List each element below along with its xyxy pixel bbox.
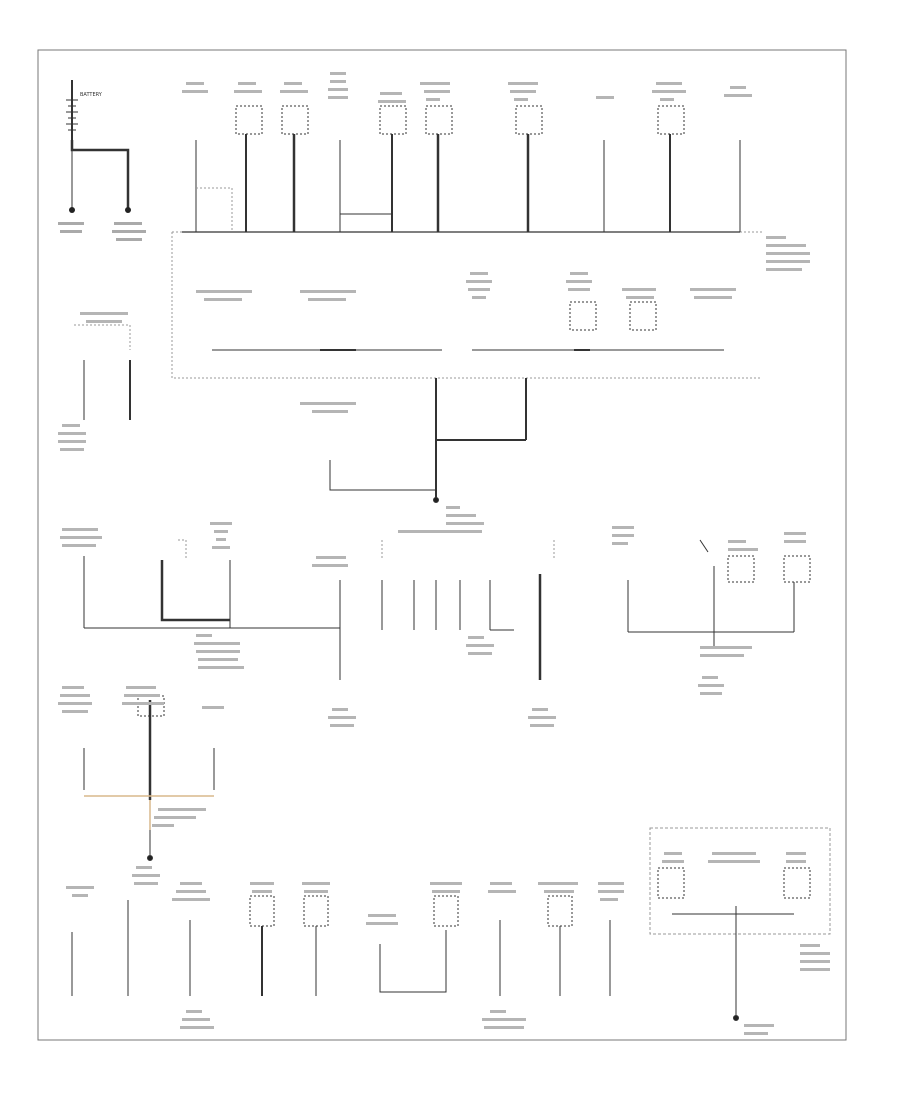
component-box-icon [727, 555, 755, 583]
bottom-row-group [71, 827, 831, 1021]
battery-icon [66, 80, 78, 140]
component-box-icon [433, 895, 459, 927]
middle-row-group [83, 539, 811, 680]
component-box-icon [235, 105, 263, 135]
component-box-icon [303, 895, 329, 927]
component-box-icon [783, 867, 811, 899]
component-box-icon [783, 555, 811, 583]
ground-icon [733, 1015, 739, 1021]
ground-icon [433, 497, 439, 503]
center-trunk-group [329, 378, 527, 503]
ground-icon [69, 207, 75, 213]
battery-label: BATTERY [80, 92, 103, 98]
battery-ground-group: BATTERY [58, 80, 146, 241]
diagram-border [37, 49, 847, 1041]
top-harness-group [171, 105, 762, 379]
component-box-icon [249, 895, 275, 927]
label-placeholders [182, 72, 810, 301]
component-box-icon [629, 301, 657, 331]
component-box-icon [657, 105, 685, 135]
component-box-icon [379, 105, 407, 135]
ground-icon [147, 855, 153, 861]
component-box-icon [515, 105, 543, 135]
component-box-icon [281, 105, 309, 135]
component-box-icon [547, 895, 573, 927]
left-mid-group [74, 324, 131, 420]
component-box-icon [569, 301, 597, 331]
ground-icon [125, 207, 131, 213]
component-box-icon [649, 827, 831, 935]
lower-left-group [83, 695, 215, 861]
component-box-icon [425, 105, 453, 135]
component-box-icon [657, 867, 685, 899]
